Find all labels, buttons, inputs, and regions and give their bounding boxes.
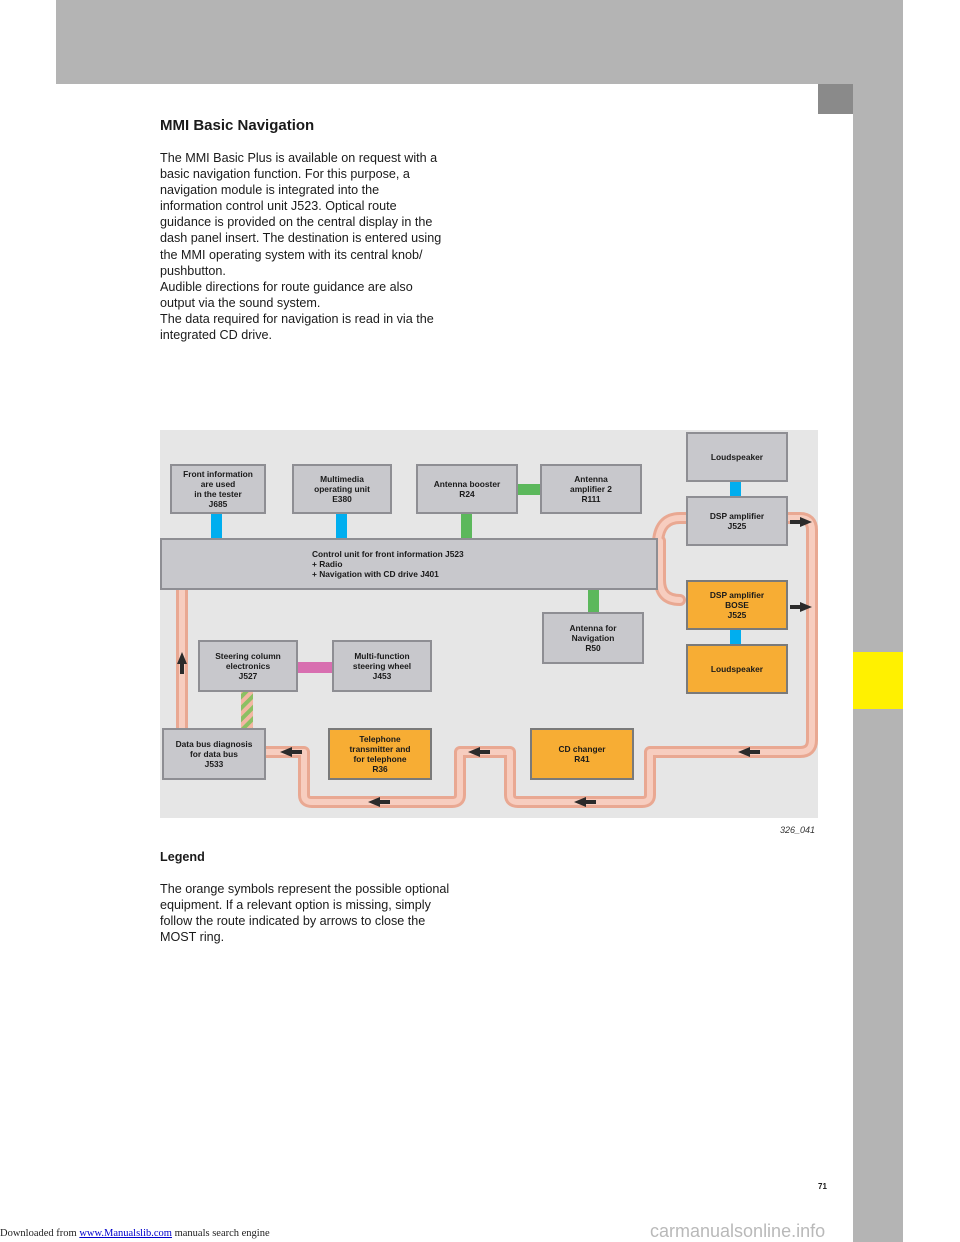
- watermark: carmanualsonline.info: [650, 1221, 826, 1241]
- footer-suffix: manuals search engine: [171, 1228, 270, 1239]
- corner-square: [818, 84, 853, 114]
- can-link-multimedia: [336, 512, 347, 540]
- box-cd-changer: CD changer R41: [530, 728, 634, 780]
- box-antenna-navigation: Antenna for Navigation R50: [542, 612, 644, 664]
- chapter-tab: [853, 652, 903, 709]
- antenna-link-nav: [588, 590, 599, 612]
- footer-prefix: Downloaded from: [0, 1228, 80, 1239]
- download-footer: Downloaded from www.Manualslib.com manua…: [0, 1228, 270, 1239]
- box-data-bus-diagnosis: Data bus diagnosis for data bus J533: [162, 728, 266, 780]
- can-link-front-info: [211, 512, 222, 540]
- diagnosis-link: [241, 691, 253, 729]
- box-antenna-booster: Antenna booster R24: [416, 464, 518, 514]
- page-number: 71: [818, 1182, 827, 1191]
- antenna-link-amp2: [515, 484, 543, 495]
- page-title: MMI Basic Navigation: [160, 117, 315, 134]
- most-ring-diagram: Front information are used in the tester…: [160, 430, 818, 818]
- side-band: [853, 0, 903, 1242]
- header-band: [56, 0, 853, 84]
- box-loudspeaker-top: Loudspeaker: [686, 432, 788, 482]
- direction-arrows: [177, 517, 812, 807]
- box-steering-column: Steering column electronics J527: [198, 640, 298, 692]
- box-multimedia-unit: Multimedia operating unit E380: [292, 464, 392, 514]
- lin-link: [298, 662, 332, 673]
- box-telephone: Telephone transmitter and for telephone …: [328, 728, 432, 780]
- legend-text: The orange symbols represent the possibl…: [160, 882, 450, 945]
- legend-title: Legend: [160, 850, 205, 864]
- box-dsp-amplifier-bose: DSP amplifier BOSE J525: [686, 580, 788, 630]
- box-front-info-tester: Front information are used in the tester…: [170, 464, 266, 514]
- can-link-loudspeaker-top: [730, 482, 741, 496]
- can-link-loudspeaker-bottom: [730, 630, 741, 644]
- box-mf-steering-wheel: Multi-function steering wheel J453: [332, 640, 432, 692]
- most-ring: [176, 512, 818, 808]
- box-antenna-amplifier-2: Antenna amplifier 2 R111: [540, 464, 642, 514]
- box-control-unit: Control unit for front information J523 …: [160, 538, 658, 590]
- antenna-link-booster: [461, 512, 472, 540]
- box-dsp-amplifier: DSP amplifier J525: [686, 496, 788, 546]
- manualslib-link[interactable]: www.Manualslib.com: [79, 1228, 172, 1239]
- box-loudspeaker-bottom: Loudspeaker: [686, 644, 788, 694]
- figure-id: 326_041: [780, 825, 816, 835]
- intro-paragraph: The MMI Basic Plus is available on reque…: [160, 151, 442, 343]
- diagram-connections: [176, 482, 818, 808]
